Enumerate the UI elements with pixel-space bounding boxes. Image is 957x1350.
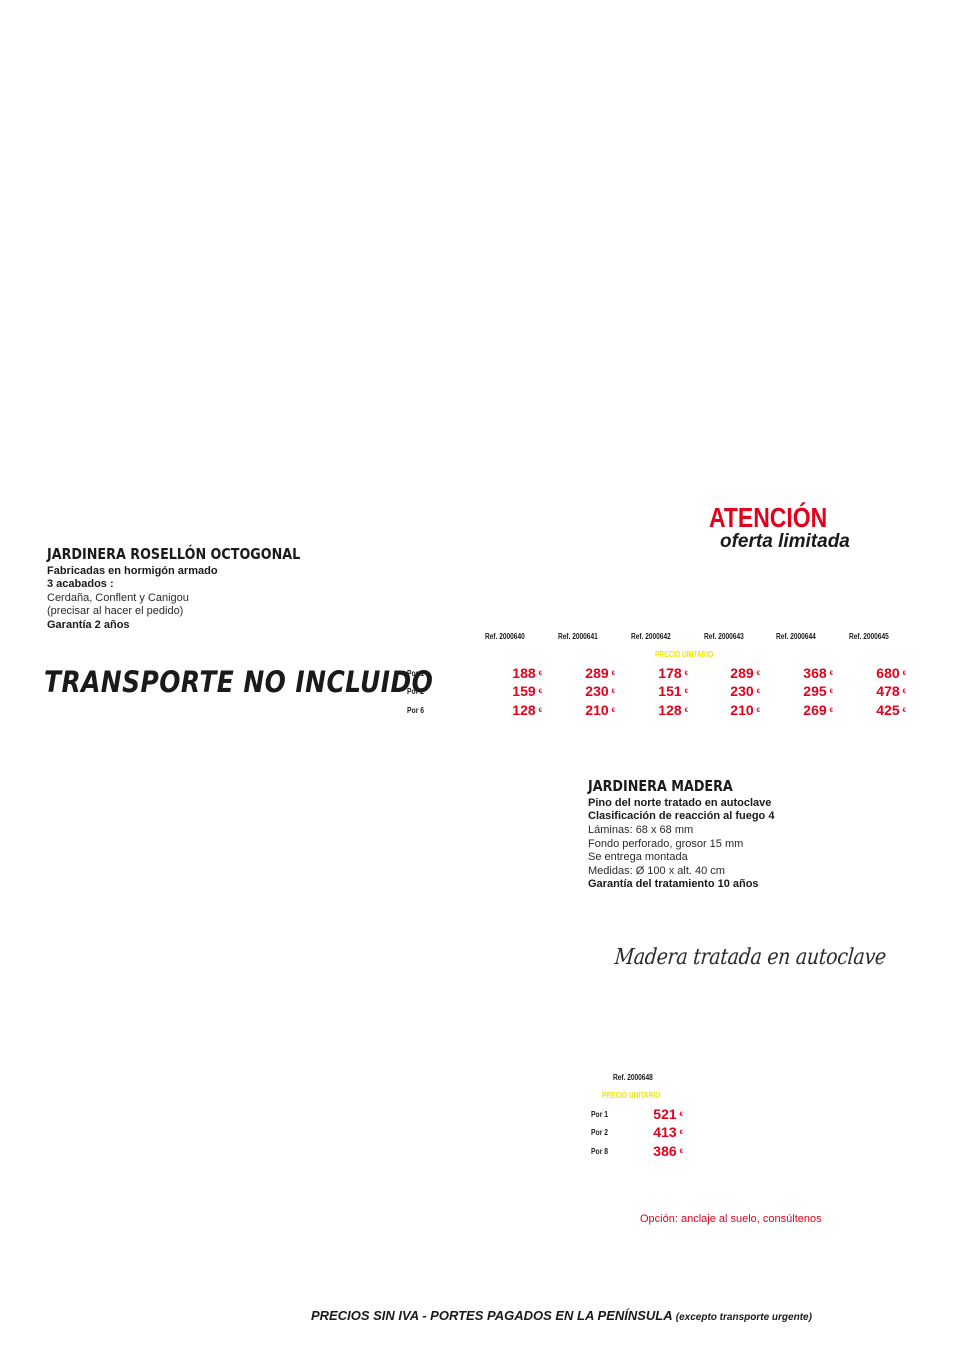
ref-header: Ref. 2000642	[631, 632, 671, 641]
product1-line1: Fabricadas en hormigón armado	[47, 565, 218, 577]
footer-small: (excepto transporte urgente)	[675, 1312, 812, 1323]
product2-line1: Pino del norte tratado en autoclave	[588, 797, 772, 809]
product2-line3: Láminas: 68 x 68 mm	[588, 824, 694, 836]
price-cell: 425€	[876, 702, 906, 718]
price-cell: 269€	[803, 702, 833, 718]
price-cell: 368€	[803, 665, 833, 681]
price-cell: 210€	[585, 702, 615, 718]
row-label: Por 2	[591, 1128, 609, 1137]
price-cell: 128€	[658, 702, 688, 718]
price-cell: 230€	[730, 683, 760, 699]
price-cell: 478€	[876, 683, 906, 699]
product1-line2: 3 acabados :	[47, 578, 114, 590]
row-label: Por 1	[591, 1110, 609, 1119]
price-cell: 188€	[512, 665, 542, 681]
price-cell: 680€	[876, 665, 906, 681]
promo-subtitle: oferta limitada	[720, 531, 850, 552]
row-label: Por 6	[407, 706, 425, 715]
row-label: Por 8	[591, 1147, 609, 1156]
script-note: Madera tratada en autoclave	[613, 945, 888, 970]
price-cell: 521€	[653, 1106, 683, 1122]
product2-line5: Se entrega montada	[588, 851, 688, 863]
price-header: PRECIO UNITARIO	[655, 650, 714, 659]
product1-line4: (precisar al hacer el pedido)	[47, 605, 184, 617]
product1-title: JARDINERA ROSELLÓN OCTOGONAL	[47, 545, 301, 563]
price-header: PRECIO UNITARIO	[602, 1091, 661, 1100]
option-note: Opción: anclaje al suelo, consúltenos	[640, 1213, 822, 1225]
product2-line2: Clasificación de reacción al fuego 4	[588, 810, 775, 822]
product1-line3: Cerdaña, Conflent y Canigou	[47, 592, 189, 604]
transport-notice: TRANSPORTE NO INCLUIDO	[44, 665, 434, 699]
ref-header: Ref. 2000640	[485, 632, 525, 641]
ref-header: Ref. 2000645	[849, 632, 889, 641]
product2-line7: Garantía del tratamiento 10 años	[588, 878, 759, 890]
footer-note: PRECIOS SIN IVA - PORTES PAGADOS EN LA P…	[311, 1307, 812, 1327]
price-cell: 386€	[653, 1143, 683, 1159]
price-cell: 289€	[730, 665, 760, 681]
price-cell: 230€	[585, 683, 615, 699]
price-cell: 151€	[658, 683, 688, 699]
row-label: Por 2	[407, 687, 425, 696]
price-cell: 413€	[653, 1124, 683, 1140]
price-cell: 128€	[512, 702, 542, 718]
footer-main: PRECIOS SIN IVA - PORTES PAGADOS EN LA P…	[311, 1308, 673, 1323]
row-label: Por 1	[407, 669, 425, 678]
ref-header: Ref. 2000643	[704, 632, 744, 641]
price-cell: 295€	[803, 683, 833, 699]
promo-title: ATENCIÓN	[709, 502, 828, 533]
ref-header: Ref. 2000641	[558, 632, 598, 641]
ref-header: Ref. 2000644	[776, 632, 816, 641]
price-cell: 289€	[585, 665, 615, 681]
price-cell: 159€	[512, 683, 542, 699]
product2-title: JARDINERA MADERA	[588, 777, 733, 795]
price-cell: 178€	[658, 665, 688, 681]
product2-line4: Fondo perforado, grosor 15 mm	[588, 838, 744, 850]
product1-line5: Garantía 2 años	[47, 619, 130, 631]
ref-header: Ref. 2000648	[613, 1073, 653, 1082]
product2-line6: Medidas: Ø 100 x alt. 40 cm	[588, 865, 725, 877]
price-cell: 210€	[730, 702, 760, 718]
